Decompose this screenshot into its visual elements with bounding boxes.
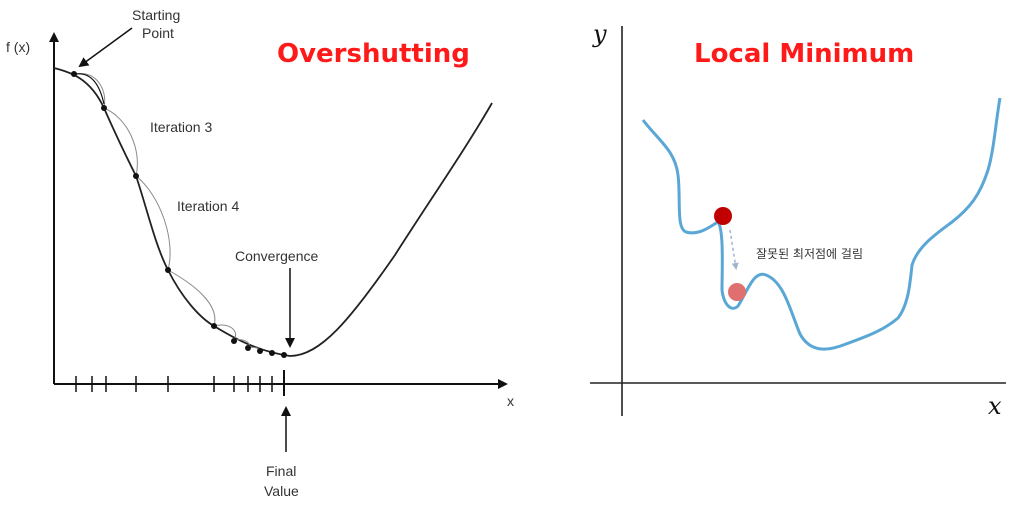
iteration-3-label: Iteration 3: [150, 119, 212, 135]
right-x-axis-label: x: [988, 392, 1002, 420]
iteration-4-label: Iteration 4: [177, 198, 239, 214]
final-value-label: Final: [266, 463, 296, 479]
gradient-descent-panel: f (x) x Starting Point Iteration 3 Itera…: [6, 7, 514, 499]
local-minimum-panel: y x 잘못된 최저점에 걸림 Local Minimum: [590, 20, 1006, 420]
local-minimum-curve: [641, 97, 1002, 351]
iteration-point: [269, 350, 275, 356]
overshooting-title: Overshutting: [277, 39, 470, 69]
starting-point-label: Point: [142, 25, 174, 41]
fall-arrow: [729, 229, 739, 270]
final-value-label: Value: [264, 483, 299, 499]
iteration-point: [165, 267, 171, 273]
stuck-annotation: 잘못된 최저점에 걸림: [756, 247, 863, 261]
step-arrows: [75, 73, 105, 105]
iteration-points: [71, 71, 287, 358]
iteration-point: [101, 105, 107, 111]
x-axis-ticks: [75, 370, 285, 396]
convergence-label: Convergence: [235, 248, 318, 264]
iteration-point: [245, 345, 251, 351]
right-y-axis-label: y: [592, 20, 607, 48]
local-minimum-title: Local Minimum: [694, 39, 914, 69]
left-x-axis-label: x: [507, 393, 514, 409]
iteration-point: [231, 338, 237, 344]
left-y-axis-label: f (x): [6, 39, 30, 55]
iteration-point: [133, 173, 139, 179]
starting-point-label: Starting: [132, 7, 180, 23]
iteration-point: [211, 323, 217, 329]
iteration-point: [281, 352, 287, 358]
loss-curve: [53, 67, 493, 357]
iteration-point: [257, 348, 263, 354]
ball-start: [714, 207, 732, 225]
iteration-point: [71, 71, 77, 77]
starting-point-arrow: [78, 27, 133, 68]
ball-stuck: [728, 283, 746, 301]
